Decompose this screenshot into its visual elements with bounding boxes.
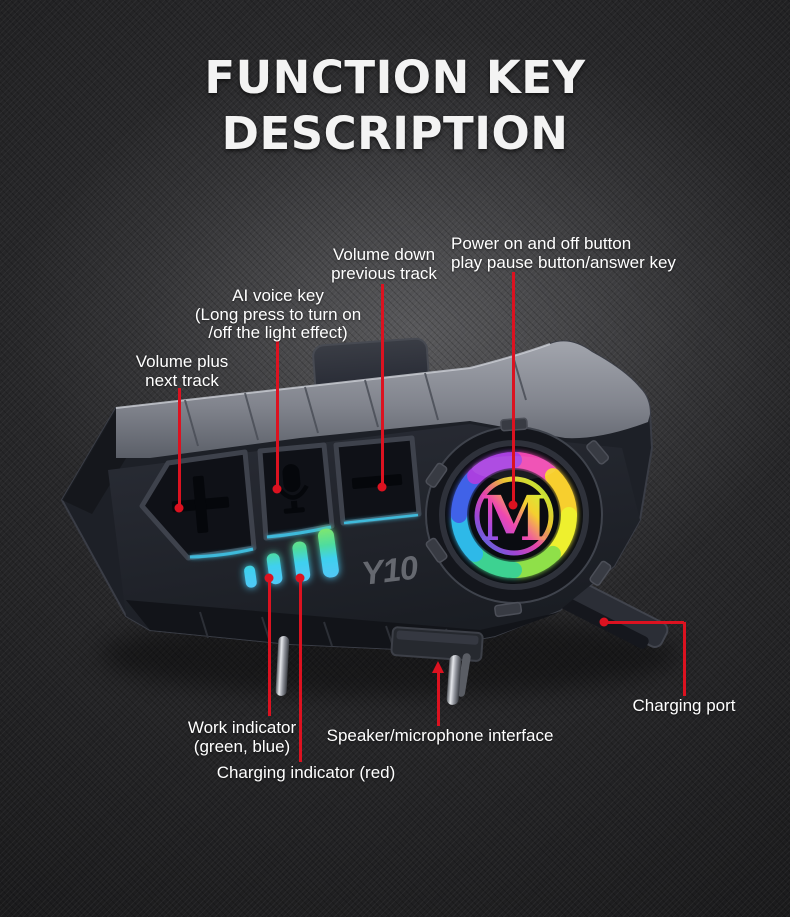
label-power-line1: Power on and off button — [451, 234, 632, 253]
button-glow — [189, 513, 419, 559]
page-title-line1: FUNCTION KEY — [204, 51, 586, 104]
model-label: Y10 — [359, 548, 420, 592]
power-button: M — [425, 417, 612, 618]
annotation-line-charging-indicator — [298, 578, 302, 762]
label-volume-plus: Volume plus next track — [135, 352, 229, 390]
mounting-tab — [312, 337, 431, 407]
label-volume-plus-line2: next track — [145, 370, 219, 390]
label-work-indicator-line1: Work indicator — [187, 718, 297, 737]
label-volume-down-line1: Volume down — [332, 245, 436, 264]
label-ai-voice-line1: AI voice key — [232, 286, 324, 305]
ai-voice-button — [257, 442, 335, 541]
mic-icon — [277, 464, 309, 514]
label-charging-port: Charging port — [632, 696, 736, 715]
annotation-line-volume-down — [380, 284, 384, 487]
label-work-indicator: Work indicator (green, blue) — [187, 718, 297, 756]
label-power-line2: play pause button/answer key — [451, 252, 676, 272]
device-face — [108, 424, 640, 650]
label-ai-voice-line3: /off the light effect) — [208, 323, 348, 342]
bottom-notches — [199, 611, 455, 651]
page-title: FUNCTION KEY DESCRIPTION — [0, 50, 790, 162]
page-title-line2: DESCRIPTION — [221, 107, 569, 160]
button-row — [139, 435, 422, 561]
label-volume-plus-line1: Volume plus — [135, 352, 229, 371]
label-power: Power on and off button play pause butto… — [451, 234, 676, 272]
left-facet — [62, 408, 142, 514]
annotation-dot-power — [508, 500, 518, 510]
label-volume-down-line2: previous track — [331, 263, 437, 283]
bezel-notches — [425, 417, 612, 618]
volume-minus-button — [333, 435, 422, 526]
annotation-dot-volume-down — [377, 482, 387, 492]
bottom-bevel — [126, 600, 560, 650]
annotation-line-work-indicator — [267, 578, 271, 716]
label-ai-voice-line2: (Long press to turn on — [194, 304, 362, 324]
annotation-vline-charging-port — [682, 622, 686, 696]
annotation-line-power — [511, 272, 515, 505]
annotation-line-ai-voice — [275, 341, 279, 489]
label-speaker-interface: Speaker/microphone interface — [326, 726, 554, 745]
annotation-line-speaker — [436, 672, 440, 726]
speaker-mic-connector — [390, 626, 484, 662]
annotation-dot-ai-voice — [272, 484, 282, 494]
label-work-indicator-line2: (green, blue) — [193, 736, 291, 756]
annotation-dot-volume-plus — [174, 503, 184, 513]
charging-port-flap — [542, 568, 669, 649]
annotation-hline-charging-port — [604, 620, 684, 624]
label-volume-down: Volume down previous track — [331, 245, 437, 283]
label-charging-indicator: Charging indicator (red) — [216, 763, 396, 782]
label-ai-voice: AI voice key (Long press to turn on /off… — [194, 286, 362, 343]
annotation-arrow-speaker — [432, 661, 444, 673]
band-notches — [184, 352, 527, 447]
annotation-line-volume-plus — [177, 388, 181, 508]
led-indicator-bars — [244, 528, 339, 588]
device-shadow — [100, 613, 680, 697]
volume-plus-button — [139, 449, 257, 561]
